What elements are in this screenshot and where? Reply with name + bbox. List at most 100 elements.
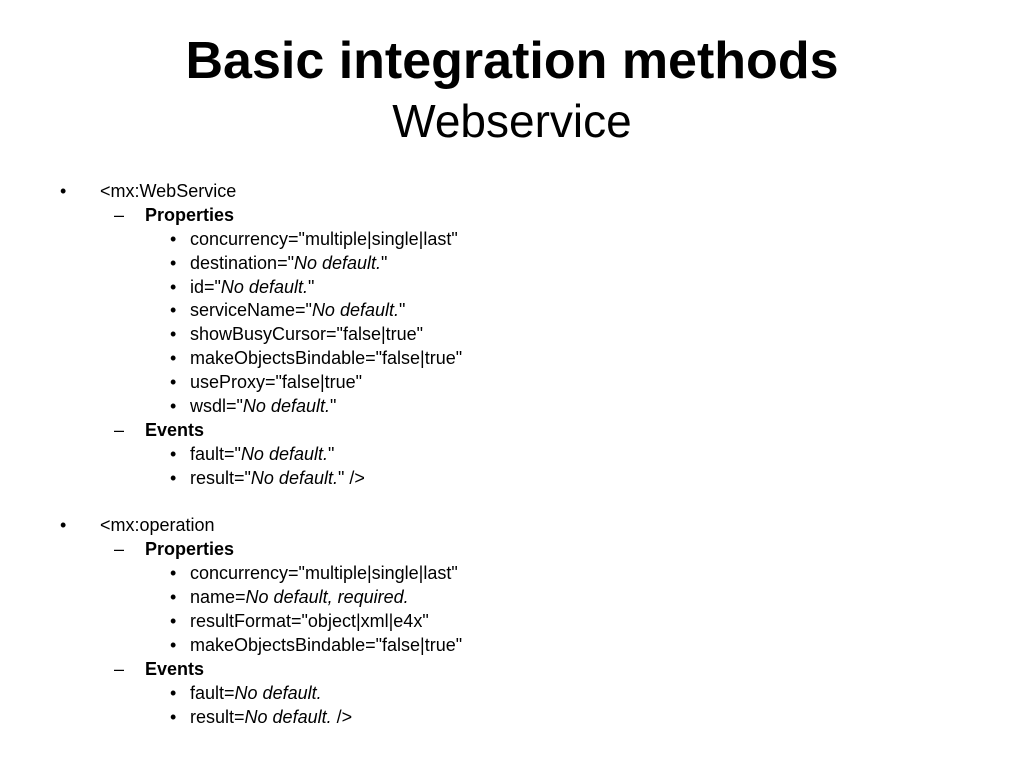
list-item-default-note: No default. [220, 276, 308, 297]
webservice-properties-heading: – Properties [0, 204, 1024, 228]
list-item-default-note: No default. [250, 467, 338, 488]
list-item-text: makeObjectsBindable="false|true" [190, 634, 462, 658]
list-item-default-note: No default. [293, 252, 382, 273]
operation-tag: <mx:operation [100, 515, 215, 536]
list-item-default-note: No default. [242, 396, 330, 417]
bullet-marker: • [170, 706, 177, 727]
list-item-text: name=No default, required. [190, 586, 409, 610]
list-item-suffix: /> [331, 706, 353, 727]
list-item: • fault=No default. [0, 682, 1024, 706]
operation-events-heading: – Events [0, 658, 1024, 682]
list-item-text: fault="No default." [190, 443, 334, 467]
operation-properties-heading: – Properties [0, 538, 1024, 562]
bullet-marker: • [170, 300, 177, 321]
list-item-default-note: No default. [234, 682, 322, 703]
list-item-code: showBusyCursor="false|true" [190, 324, 424, 345]
list-item-code: result=" [190, 467, 251, 488]
slide-body: • <mx:WebService – Properties • concurren… [0, 180, 1024, 729]
list-item: • resultFormat="object|xml|e4x" [0, 610, 1024, 634]
title-main: Basic integration methods [185, 32, 839, 90]
list-item-code: resultFormat="object|xml|e4x" [190, 611, 429, 632]
list-item-text: useProxy="false|true" [190, 371, 362, 395]
list-item-default-note: No default. [244, 706, 332, 727]
list-item-code: wsdl=" [190, 396, 243, 417]
operation-properties-list: •concurrency="multiple|single|last"•name… [0, 562, 1024, 658]
list-item-code: id=" [190, 276, 221, 297]
list-item: • result="No default." /> [0, 467, 1024, 491]
bullet-marker: • [60, 515, 67, 536]
bullet-marker: • [170, 611, 177, 632]
list-item: • concurrency="multiple|single|last" [0, 562, 1024, 586]
bullet-marker: • [170, 396, 177, 417]
list-item-code: fault=" [190, 443, 241, 464]
bullet-marker: • [170, 348, 177, 369]
heading-text: Events [145, 419, 205, 440]
title-subtitle: Webservice [392, 95, 632, 147]
list-item-code: concurrency="multiple|single|last" [190, 228, 458, 249]
list-item-code: destination=" [190, 252, 294, 273]
list-item-text: wsdl="No default." [190, 395, 336, 419]
list-item-suffix: " /> [337, 467, 365, 488]
webservice-events-heading: – Events [0, 419, 1024, 443]
list-item: • makeObjectsBindable="false|true" [0, 347, 1024, 371]
operation-events-list: •fault=No default.•result=No default. /> [0, 682, 1024, 730]
slide-title: Basic integration methods Webservice [0, 30, 1024, 150]
spacer [0, 491, 1024, 515]
bullet-marker: • [170, 682, 177, 703]
dash-marker: – [114, 658, 125, 679]
bullet-marker: • [170, 228, 177, 249]
list-item-code: useProxy="false|true" [190, 372, 363, 393]
list-item: • result=No default. /> [0, 706, 1024, 730]
dash-marker: – [114, 204, 125, 225]
list-item-text: concurrency="multiple|single|last" [190, 228, 458, 252]
bullet-marker: • [170, 276, 177, 297]
bullet-marker: • [170, 252, 177, 273]
list-item-webservice: • <mx:WebService [0, 180, 1024, 204]
list-item: • concurrency="multiple|single|last" [0, 228, 1024, 252]
list-item-suffix: " [328, 443, 335, 464]
list-item-text: concurrency="multiple|single|last" [190, 562, 458, 586]
list-item-code: result= [190, 706, 245, 727]
list-item-text: result="No default." /> [190, 467, 365, 491]
bullet-marker: • [60, 181, 67, 201]
list-item-code: name= [190, 587, 246, 608]
dash-marker: – [114, 419, 125, 440]
list-item: • serviceName="No default." [0, 299, 1024, 323]
list-item-text: id="No default." [190, 276, 314, 300]
list-item-text: fault=No default. [190, 682, 322, 706]
heading-text: Properties [145, 204, 235, 225]
list-item: • makeObjectsBindable="false|true" [0, 634, 1024, 658]
bullet-marker: • [170, 467, 177, 488]
list-item: • destination="No default." [0, 252, 1024, 276]
heading-text: Properties [145, 539, 235, 560]
list-item-suffix: " [329, 396, 337, 417]
list-item: •name=No default, required. [0, 586, 1024, 610]
list-item-text: makeObjectsBindable="false|true" [190, 347, 462, 371]
list-item-code: concurrency="multiple|single|last" [190, 563, 458, 584]
bullet-marker: • [170, 634, 177, 655]
list-item-suffix: " [399, 300, 406, 321]
list-item-code: fault= [190, 682, 235, 703]
list-item-default-note: No default, required. [245, 587, 409, 608]
list-item-code: makeObjectsBindable="false|true" [190, 348, 463, 369]
list-item-text: result=No default. /> [190, 706, 352, 730]
list-item: • fault="No default." [0, 443, 1024, 467]
list-item: • id="No default." [0, 276, 1024, 300]
webservice-properties-list: • concurrency="multiple|single|last" • dest… [0, 228, 1024, 419]
list-item-text: showBusyCursor="false|true" [190, 323, 423, 347]
list-item-code: makeObjectsBindable="false|true" [190, 634, 463, 655]
list-item-suffix: " [381, 252, 388, 273]
bullet-marker: • [170, 563, 177, 584]
list-item-code: serviceName=" [190, 300, 312, 321]
list-item: •useProxy="false|true" [0, 371, 1024, 395]
list-item-default-note: No default. [311, 300, 399, 321]
list-item: • wsdl="No default." [0, 395, 1024, 419]
list-item-suffix: " [307, 276, 315, 297]
list-item-operation: • <mx:operation [0, 514, 1024, 538]
dash-marker: – [114, 539, 125, 560]
list-item-default-note: No default. [240, 443, 328, 464]
heading-text: Events [145, 658, 205, 679]
bullet-marker: • [170, 324, 177, 345]
bullet-marker: • [170, 443, 177, 464]
list-item-text: serviceName="No default." [190, 299, 405, 323]
